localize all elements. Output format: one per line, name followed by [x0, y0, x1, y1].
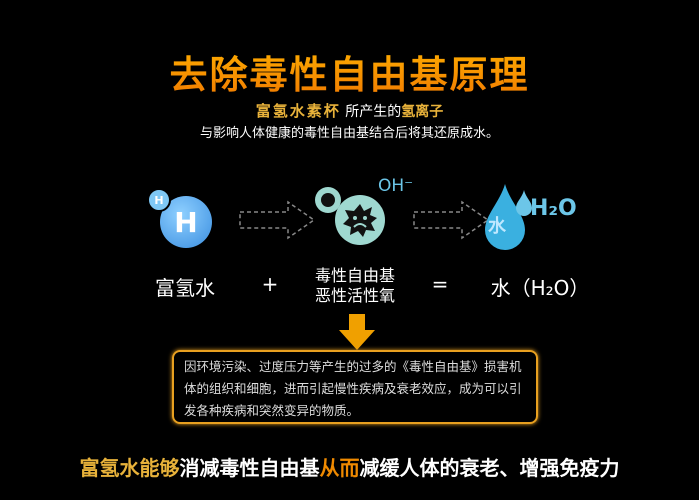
explanation-box: 因环境污染、过度压力等产生的过多的《毒性自由基》损害机体的组织和细胞，进而引起慢…: [172, 350, 538, 424]
free-radical-icon: [315, 185, 395, 247]
water-char: 水: [488, 216, 506, 237]
conclusion-part4: 减缓人体的衰老、增强免疫力: [359, 456, 620, 480]
big-h-atom: H: [160, 196, 212, 248]
brand-name: 富氢水素杯: [255, 102, 341, 120]
term-free-radicals: 毒性自由基 恶性活性氧: [300, 266, 410, 306]
equals-sign: =: [431, 272, 449, 296]
dashed-arrow-icon: [239, 200, 316, 240]
term2-line1: 毒性自由基: [314, 266, 395, 285]
hydrogen-molecule-icon: H H: [145, 188, 215, 248]
term-hydrogen-water: 富氢水: [155, 276, 215, 300]
small-h-atom: H: [147, 188, 171, 212]
dashed-arrow-icon: [413, 200, 490, 240]
conclusion-part2: 消减毒性自由基: [179, 456, 320, 480]
h2o-icon-label: H₂O: [530, 196, 577, 221]
subtitle-middle: 所产生的: [345, 104, 402, 120]
conclusion-part1: 富氢水能够: [79, 456, 180, 480]
hydroxide-label: OH⁻: [378, 176, 414, 196]
virus-icon: [335, 195, 385, 245]
page-title: 去除毒性自由基原理: [0, 44, 699, 99]
hydrogen-ion-label: 氢离子: [401, 104, 444, 120]
water-drop-icon: 水 H₂O: [480, 180, 590, 252]
term-result-water: 水（H₂O）: [490, 276, 590, 300]
term2-line2: 恶性活性氧: [314, 286, 395, 305]
subtitle-line1: 富氢水素杯 所产生的氢离子: [0, 100, 699, 121]
conclusion-part3: 从而: [319, 456, 360, 480]
subtitle-line2: 与影响人体健康的毒性自由基结合后将其还原成水。: [199, 126, 499, 141]
conclusion: 富氢水能够消减毒性自由基从而减缓人体的衰老、增强免疫力: [0, 452, 699, 481]
down-arrow-icon: [339, 314, 375, 350]
plus-sign: +: [261, 272, 279, 296]
small-virus-icon: [315, 187, 341, 213]
